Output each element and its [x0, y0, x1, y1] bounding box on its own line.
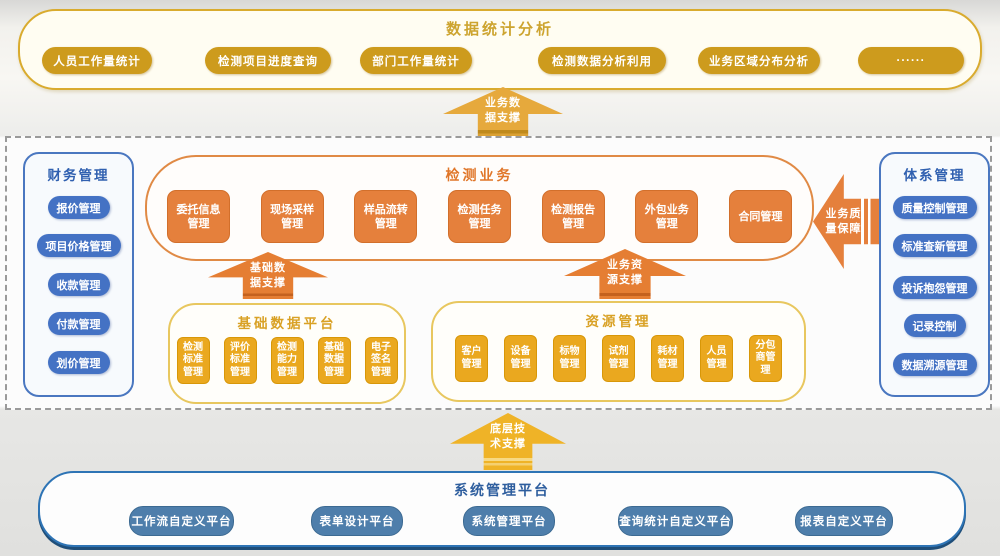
quality-system-management-panel: 体系管理 质量控制管理 标准查新管理 投诉抱怨管理 记录控制 数据溯源管理 [879, 152, 990, 397]
pill-quotation-management: 报价管理 [47, 196, 110, 219]
tile-equipment-management: 设备管理 [504, 335, 537, 382]
pill-quality-control-management: 质量控制管理 [892, 196, 977, 219]
tile-consumable-management: 耗材管理 [651, 335, 684, 382]
tile-standard-material-management: 标物管理 [553, 335, 586, 382]
pill-query-stats-custom-platform: 查询统计自定义平台 [618, 506, 733, 536]
tile-sample-flow-management: 样品流转管理 [354, 190, 418, 243]
pill-system-management-platform: 系统管理平台 [463, 506, 555, 536]
tile-personnel-management: 人员管理 [700, 335, 733, 382]
tile-contract-management: 合同管理 [728, 190, 792, 243]
pill-data-traceability-management: 数据溯源管理 [892, 353, 977, 376]
base-data-platform-panel: 基础数据平台 检测标准管理 评价标准管理 检测能力管理 基础数据管理 电子签名管… [168, 303, 406, 404]
pill-region-distribution-analysis: 业务区域分布分析 [698, 47, 820, 74]
pill-personnel-workload-stats: 人员工作量统计 [42, 47, 152, 74]
finance-management-title: 财务管理 [47, 168, 110, 183]
tile-testing-task-management: 检测任务管理 [447, 190, 511, 243]
base-data-support-label: 基础数 据支撑 [250, 262, 286, 289]
testing-business-title: 检测业务 [445, 167, 514, 183]
tile-field-sampling-management: 现场采样管理 [260, 190, 324, 243]
tile-reagent-management: 试剂管理 [602, 335, 635, 382]
base-data-platform-modules: 检测标准管理 评价标准管理 检测能力管理 基础数据管理 电子签名管理 [170, 337, 404, 384]
pill-project-price-management: 项目价格管理 [36, 234, 121, 257]
pill-record-control: 记录控制 [903, 314, 966, 337]
tile-entrust-info-management: 委托信息管理 [167, 190, 230, 243]
tech-support-label: 底层技 术支撑 [490, 423, 526, 450]
tile-e-signature-management: 电子签名管理 [364, 337, 398, 384]
pill-standard-update-management: 标准查新管理 [892, 234, 977, 257]
quality-system-management-title: 体系管理 [903, 168, 966, 183]
system-platform-section: 系统管理平台 工作流自定义平台 表单设计平台 系统管理平台 查询统计自定义平台 … [38, 471, 966, 547]
pill-test-data-analysis-usage: 检测数据分析利用 [538, 47, 666, 74]
pill-collection-management: 收款管理 [47, 273, 110, 296]
pill-department-workload-stats: 部门工作量统计 [360, 47, 472, 74]
tile-testing-capability-management: 检测能力管理 [270, 337, 304, 384]
resource-management-title: 资源管理 [585, 314, 652, 329]
testing-business-modules: 委托信息管理 现场采样管理 样品流转管理 检测任务管理 检测报告管理 外包业务管… [167, 190, 792, 243]
business-data-support-arrow-icon: 业务数 据支撑 [443, 87, 563, 137]
system-platform-title: 系统管理平台 [454, 482, 550, 498]
data-statistics-title: 数据统计分析 [445, 21, 554, 38]
pill-test-project-progress-query: 检测项目进度查询 [205, 47, 331, 74]
data-statistics-section: 数据统计分析 人员工作量统计 检测项目进度查询 部门工作量统计 检测数据分析利用… [18, 9, 982, 90]
resource-management-panel: 资源管理 客户管理 设备管理 标物管理 试剂管理 耗材管理 人员管理 分包商管理 [431, 301, 806, 402]
tile-outsourcing-management: 外包业务管理 [635, 190, 699, 243]
pill-form-design-platform: 表单设计平台 [311, 506, 403, 536]
resource-management-modules: 客户管理 设备管理 标物管理 试剂管理 耗材管理 人员管理 分包商管理 [433, 335, 804, 382]
tile-base-data-management: 基础数据管理 [317, 337, 351, 384]
tile-testing-standard-management: 检测标准管理 [176, 337, 210, 384]
tile-evaluation-standard-management: 评价标准管理 [223, 337, 257, 384]
pill-complaint-management: 投诉抱怨管理 [892, 276, 977, 299]
finance-management-panel: 财务管理 报价管理 项目价格管理 收款管理 付款管理 划价管理 [23, 152, 134, 397]
pill-workflow-custom-platform: 工作流自定义平台 [129, 506, 234, 536]
pill-pricing-management: 划价管理 [47, 351, 110, 374]
business-quality-assurance-label: 业务质 量保障 [825, 207, 862, 235]
tile-customer-management: 客户管理 [455, 335, 488, 382]
core-business-zone: 财务管理 报价管理 项目价格管理 收款管理 付款管理 划价管理 检测业务 委托信… [5, 136, 992, 410]
pill-payment-management: 付款管理 [47, 312, 110, 335]
tech-support-arrow-icon: 底层技 术支撑 [450, 413, 566, 470]
business-data-support-label: 业务数 据支撑 [485, 97, 521, 124]
pill-report-custom-platform: 报表自定义平台 [795, 506, 893, 536]
tile-subcontractor-management: 分包商管理 [749, 335, 782, 382]
tile-testing-report-management: 检测报告管理 [541, 190, 605, 243]
business-resource-support-label: 业务资 源支撑 [607, 259, 643, 286]
business-quality-assurance-arrow-icon: 业务质 量保障 [813, 174, 880, 269]
pill-more-ellipsis: ······ [858, 47, 964, 74]
testing-business-panel: 检测业务 委托信息管理 现场采样管理 样品流转管理 检测任务管理 检测报告管理 … [145, 155, 814, 261]
base-data-platform-title: 基础数据平台 [237, 316, 337, 331]
